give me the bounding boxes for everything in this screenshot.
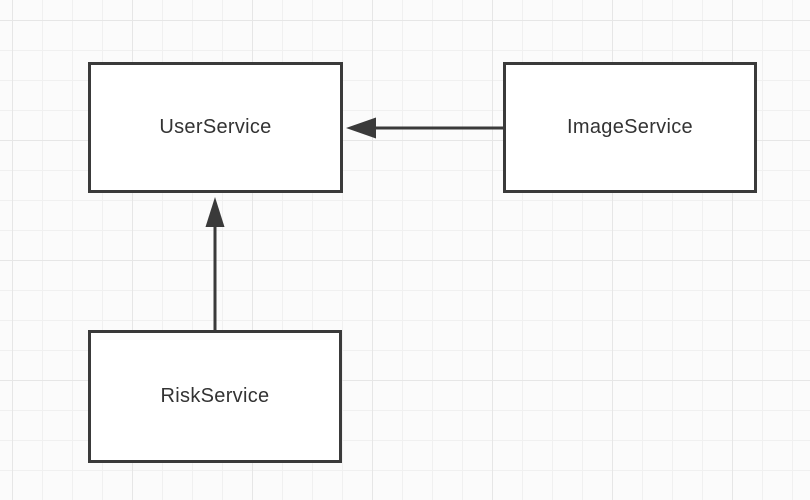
edge-riskservice-to-userservice[interactable] [205, 197, 225, 330]
node-riskservice[interactable]: RiskService [88, 330, 342, 463]
node-imageservice-label: ImageService [567, 116, 693, 138]
node-userservice-label: UserService [159, 116, 272, 138]
node-imageservice[interactable]: ImageService [503, 62, 757, 193]
node-userservice[interactable]: UserService [88, 62, 343, 193]
node-riskservice-label: RiskService [160, 385, 270, 407]
edge-imageservice-to-userservice[interactable] [346, 117, 503, 139]
